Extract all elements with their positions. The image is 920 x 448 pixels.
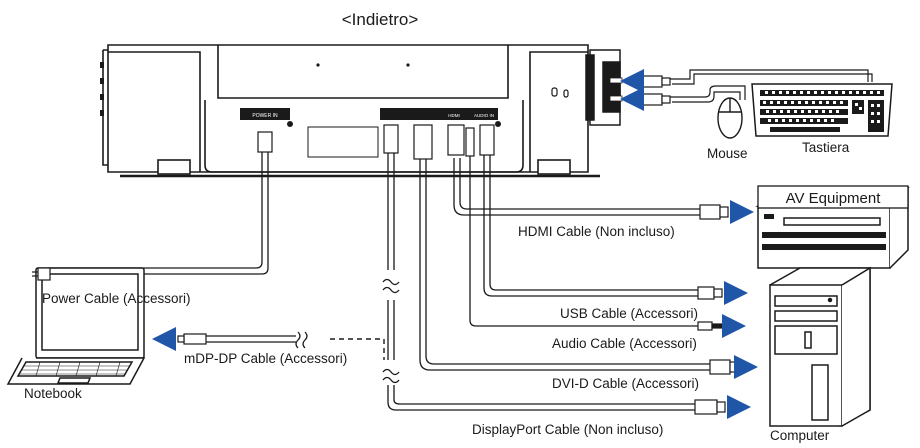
mdp-dashed-link	[330, 338, 385, 360]
keyboard-label: Tastiera	[802, 140, 850, 155]
usb-peripheral-arrows	[620, 69, 644, 111]
kensington-lock-icon	[551, 87, 569, 98]
cable-break-marks	[382, 278, 400, 384]
usb-cable-label: USB Cable (Accessori)	[560, 306, 698, 321]
dvi-cable-label: DVI-D Cable (Accessori)	[552, 376, 699, 391]
mouse-icon	[717, 97, 743, 139]
usb-peripheral-plugs	[641, 75, 671, 106]
notebook-icon	[6, 267, 146, 385]
mdp-plug	[177, 333, 207, 345]
usb-peripheral-cables	[670, 69, 873, 103]
power-cable-label: Power Cable (Accessori)	[42, 291, 191, 306]
power-in-port-label: POWER IN	[252, 113, 278, 119]
av-equipment-label-box	[757, 185, 909, 209]
page-title: <Indietro>	[342, 10, 419, 29]
audio-in-port-label: AUDIO IN	[474, 113, 494, 118]
hdmi-cable-label: HDMI Cable (Non incluso)	[518, 224, 675, 239]
computer-label: Computer	[770, 428, 830, 443]
computer-icon	[769, 266, 871, 428]
side-vents	[100, 62, 104, 116]
mouse-label: Mouse	[707, 146, 748, 161]
mdp-dp-cable-label: mDP-DP Cable (Accessori)	[184, 351, 347, 366]
keyboard-icon	[751, 83, 893, 137]
cable-end-connectors	[694, 204, 739, 415]
signal-port-panel: HDMI AUDIO IN	[380, 108, 498, 120]
notebook-label: Notebook	[24, 386, 82, 401]
screw-holes	[287, 63, 501, 127]
signal-arrows	[722, 200, 758, 419]
monitor-plugs	[257, 124, 495, 160]
usb-hub	[585, 49, 623, 126]
displayport-cable-label: DisplayPort Cable (Non incluso)	[472, 422, 663, 437]
power-port-panel: POWER IN	[240, 108, 290, 120]
power-plug-icon	[32, 267, 51, 281]
monitor-back	[102, 44, 600, 178]
av-equipment-label: AV Equipment	[786, 190, 882, 207]
hdmi-port-label: HDMI	[448, 113, 460, 118]
audio-cable-label: Audio Cable (Accessori)	[552, 336, 697, 351]
mdp-cable	[205, 331, 308, 349]
